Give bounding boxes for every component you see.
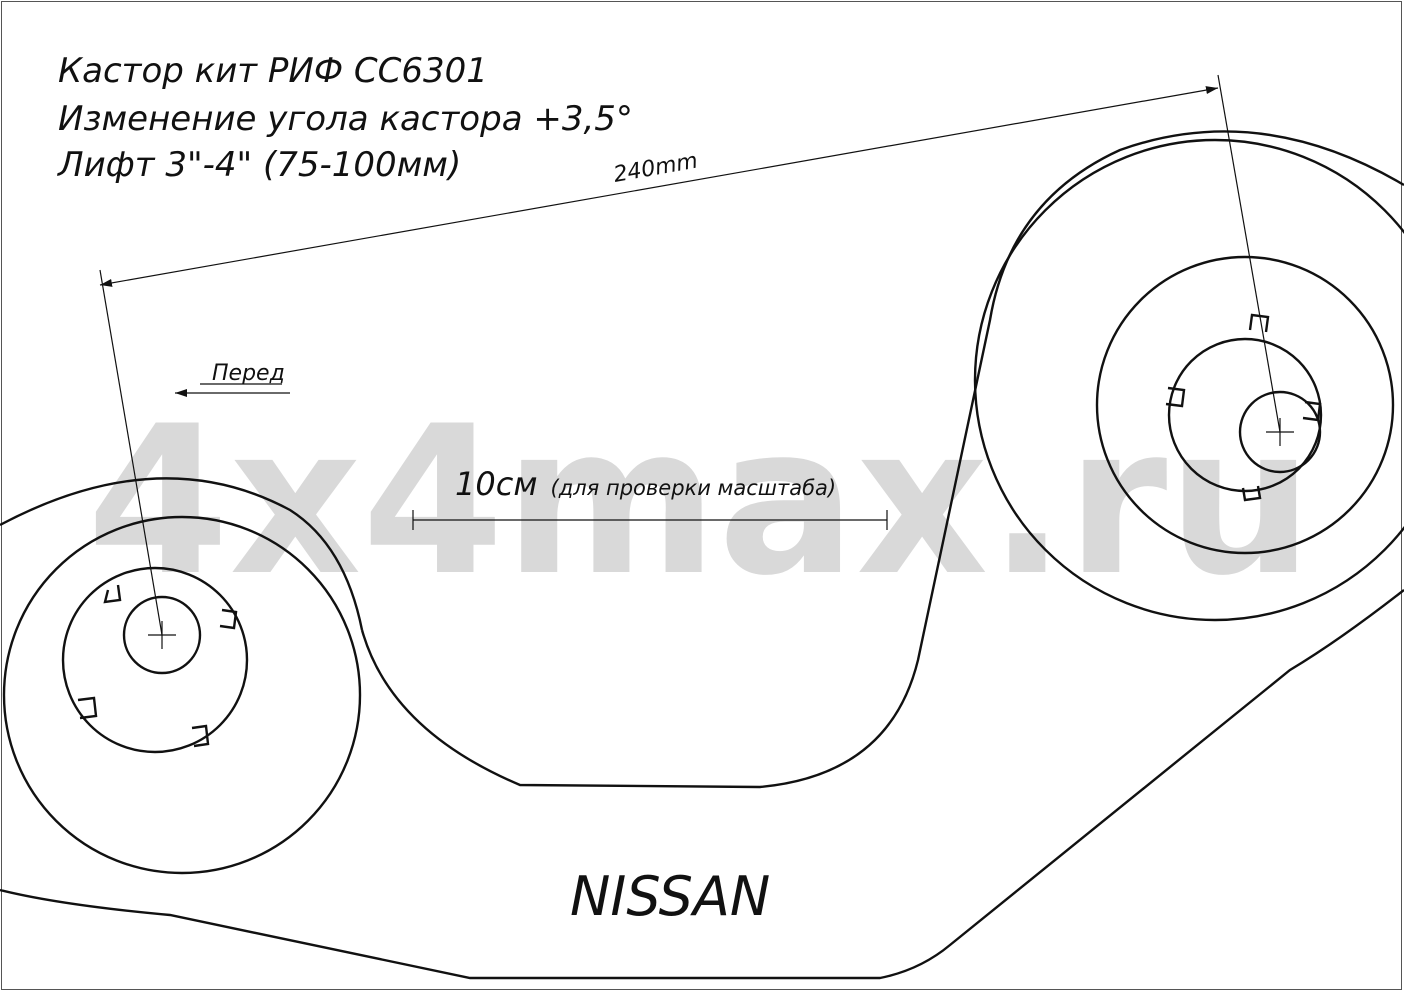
title-block: Кастор кит РИФ CC6301 Изменение угола ка… [56,51,633,185]
brand-label: NISSAN [570,865,770,928]
title-line-1: Кастор кит РИФ CC6301 [58,51,488,91]
bracket-outline [0,130,1404,980]
front-label: Перед [212,361,285,386]
scale-label: 10см (для проверки масштаба) [455,465,836,503]
title-line-3: Лифт 3"-4" (75-100мм) [56,145,461,185]
scale-bar: 10см (для проверки масштаба) [412,465,888,530]
front-direction: Перед [175,361,290,397]
watermark: 4x4max.ru [87,383,1314,621]
title-line-2: Изменение угола кастора +3,5° [58,99,633,139]
